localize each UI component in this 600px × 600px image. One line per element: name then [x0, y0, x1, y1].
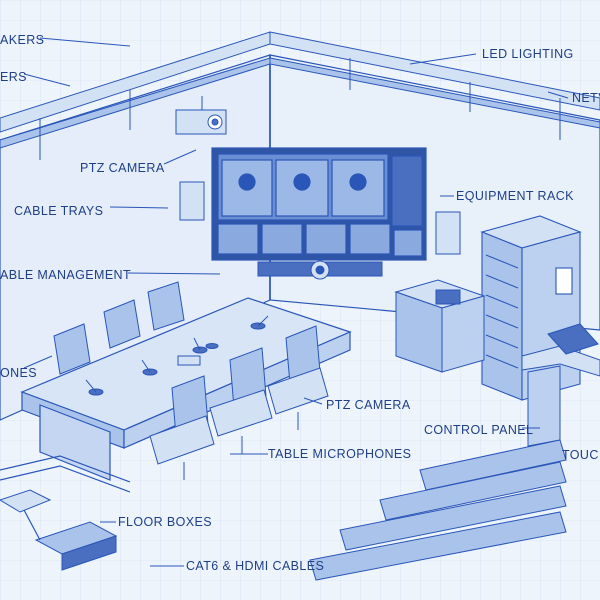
label-control-panel: CONTROL PANEL	[424, 423, 534, 437]
wall-panel-right	[435, 211, 461, 255]
label-equipment-rack: EQUIPMENT RACK	[456, 189, 574, 203]
leader-lines	[23, 37, 569, 567]
floor-boxes	[0, 489, 118, 571]
label-touch: TOUC	[562, 448, 599, 462]
label-cables: CAT6 & HDMI CABLES	[186, 559, 325, 573]
credenza-cabinet	[394, 279, 486, 373]
wall-panel-left	[179, 181, 205, 221]
video-wall-display	[211, 147, 427, 261]
label-zones: ONES	[0, 366, 38, 380]
chairs-front-row	[149, 325, 329, 480]
control-desk	[521, 323, 600, 447]
soundbar-camera	[257, 260, 383, 280]
label-ptz-camera-top: PTZ CAMERA	[80, 161, 165, 175]
audience-seating	[309, 439, 567, 581]
label-led-lighting: LED LIGHTING	[482, 47, 574, 61]
label-table-microphones: TABLE MICROPHONES	[268, 447, 412, 461]
label-network: NETV	[572, 91, 600, 105]
ceiling-camera	[175, 96, 227, 135]
label-floor-boxes: FLOOR BOXES	[118, 515, 213, 529]
label-cable-management: ABLE MANAGEMENT	[0, 268, 132, 282]
floor-cables	[0, 455, 131, 541]
label-ers: ERS	[0, 70, 27, 84]
label-speakers: AKERS	[0, 33, 45, 47]
table-microphones	[85, 315, 269, 396]
label-cable-trays: CABLE TRAYS	[14, 204, 104, 218]
chairs-back-row	[53, 281, 185, 375]
label-ptz-camera-mid: PTZ CAMERA	[326, 398, 411, 412]
cable-tray-rail	[0, 31, 600, 160]
